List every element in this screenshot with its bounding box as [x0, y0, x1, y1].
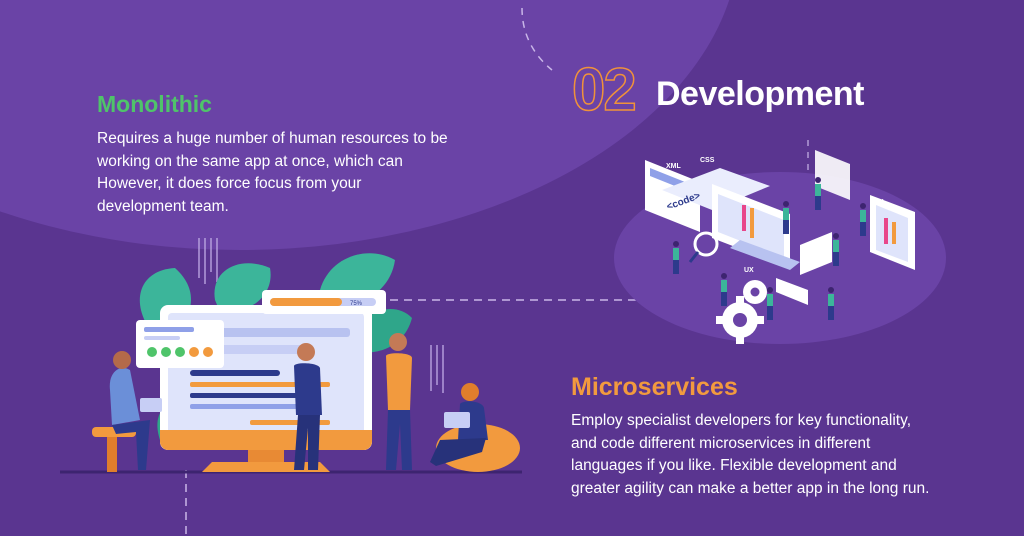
monolithic-line: Requires a huge number of human resource…: [97, 130, 448, 147]
monolithic-line: working on the same app at once, which c…: [97, 152, 403, 170]
dot-pattern-left: [198, 238, 218, 284]
person-beanbag: [430, 383, 520, 472]
step-title: Development: [656, 75, 865, 113]
tiny-people: [673, 177, 866, 320]
css-tag: CSS: [700, 157, 715, 164]
person-standing-center: [294, 343, 322, 470]
microservices-line: greater agility can make a better app in…: [571, 479, 930, 497]
monolithic-line: However, it does force focus from your: [97, 175, 362, 192]
monolithic-description: Requires a huge number of human resource…: [97, 128, 497, 218]
dashed-arc: [521, 7, 553, 71]
isometric-screens: [645, 150, 915, 305]
progress-label: 75%: [350, 301, 363, 307]
microservices-line: Employ specialist developers for key fun…: [571, 412, 912, 429]
progress-card: 75%: [262, 290, 386, 314]
ux-tag-right: UX: [874, 199, 884, 206]
microservices-description: Employ specialist developers for key fun…: [571, 410, 1011, 500]
dot-pattern-right: [430, 345, 444, 393]
checklist-card: [136, 320, 224, 368]
gear-icons: [716, 280, 767, 344]
monolithic-line: development team.: [97, 197, 229, 215]
magnifier-icon: [688, 231, 719, 263]
person-sitting-left: [92, 351, 162, 472]
ux-tag: UX: [744, 267, 754, 274]
monolithic-heading: Monolithic: [97, 91, 212, 117]
microservices-line: and code different microservices in diff…: [571, 434, 871, 452]
person-standing-right: [386, 333, 412, 470]
microservices-heading: Microservices: [571, 373, 738, 401]
microservices-line: languages if you like. Flexible developm…: [571, 457, 897, 474]
xml-tag: XML: [666, 163, 682, 170]
step-number: 02: [571, 56, 637, 123]
